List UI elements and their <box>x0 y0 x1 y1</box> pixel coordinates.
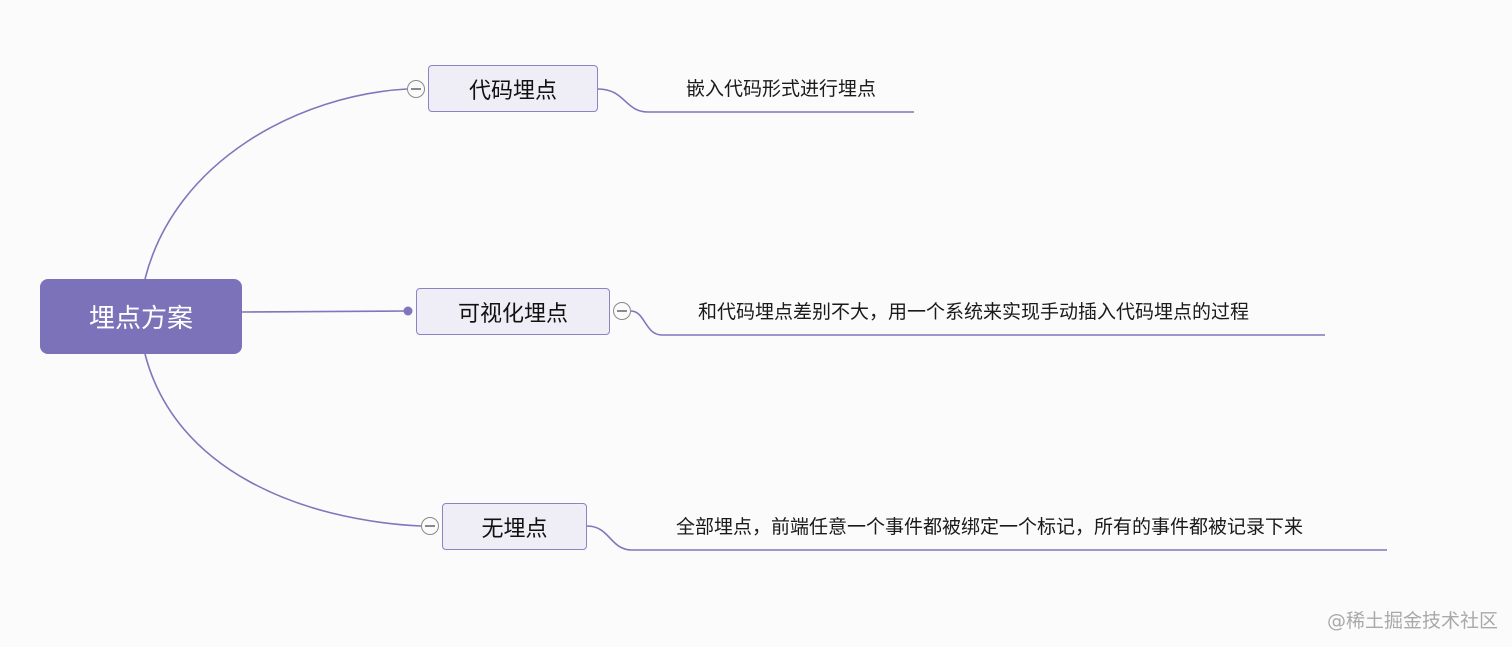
watermark: @稀土掘金技术社区 <box>1326 610 1498 632</box>
connector-branch-3-to-description <box>586 525 1387 551</box>
connector-root-to-branch-2 <box>241 310 409 313</box>
description-visual-tracking[interactable]: 和代码埋点差别不大，用一个系统来实现手动插入代码埋点的过程 <box>698 301 1250 323</box>
connector-dot <box>403 306 413 316</box>
root-topic[interactable]: 埋点方案 <box>40 279 242 354</box>
connector-branch-2-to-description <box>630 310 1325 336</box>
collapse-toggle-icon[interactable] <box>613 302 631 320</box>
branch-topic-no-tracking[interactable]: 无埋点 <box>442 503 587 550</box>
branch-topic-visual-tracking[interactable]: 可视化埋点 <box>416 288 610 335</box>
description-code-tracking[interactable]: 嵌入代码形式进行埋点 <box>686 78 877 100</box>
connector-branch-1-to-description <box>597 88 914 113</box>
collapse-toggle-icon[interactable] <box>407 80 425 98</box>
connector-root-to-branch-3 <box>144 353 422 527</box>
collapse-toggle-icon[interactable] <box>421 517 439 535</box>
description-no-tracking[interactable]: 全部埋点，前端任意一个事件都被绑定一个标记，所有的事件都被记录下来 <box>676 516 1304 538</box>
connector-root-to-branch-1 <box>144 88 408 280</box>
branch-topic-code-tracking[interactable]: 代码埋点 <box>428 65 598 112</box>
